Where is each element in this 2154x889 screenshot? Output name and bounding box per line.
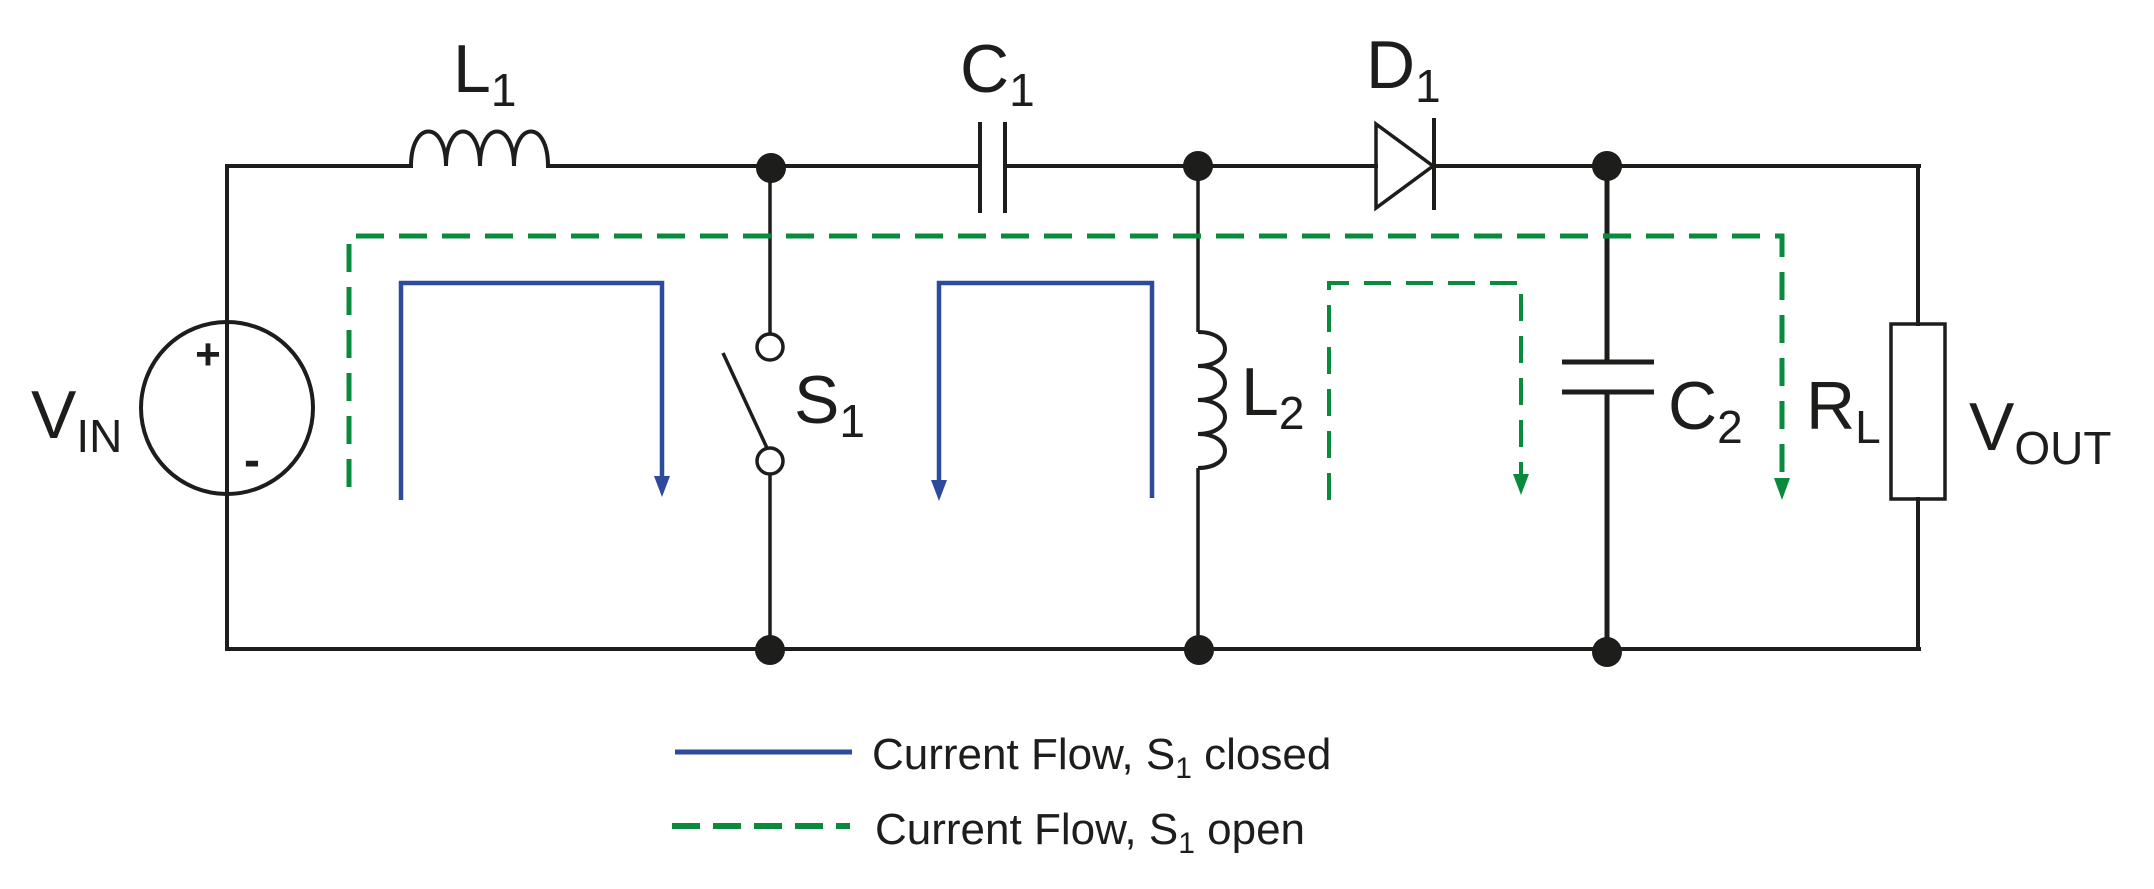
s1-label-sub: 1 (839, 395, 865, 447)
switch-s1-icon (721, 332, 785, 476)
legend-item-open: Current Flow, S1 open (672, 805, 1305, 860)
flow-open-arrowhead (1513, 474, 1529, 495)
vin-label-sub: IN (76, 410, 122, 462)
vout-label: VOUT (1969, 389, 2111, 474)
c1-label-main: C (960, 31, 1009, 107)
vin-label-main: V (31, 377, 77, 453)
inductor-l2-icon (1197, 330, 1227, 470)
d1-label: D1 (1366, 27, 1441, 112)
junction-node (1184, 635, 1214, 665)
legend-closed-prefix: Current Flow, S (872, 730, 1175, 779)
capacitor-c2-icon (1562, 359, 1654, 395)
s1-label: S1 (794, 362, 865, 447)
legend-item-closed: Current Flow, S1 closed (675, 730, 1331, 785)
l2-label-main: L (1241, 354, 1279, 430)
l2-label: L2 (1241, 354, 1304, 439)
l1-label-sub: 1 (491, 64, 517, 116)
resistor-rl-icon (1889, 322, 1947, 501)
l1-label-main: L (453, 31, 491, 107)
junction-node (1183, 151, 1213, 181)
flow-closed-arrowhead (654, 476, 670, 497)
vin-label: VIN (31, 377, 122, 462)
l2-label-sub: 2 (1279, 387, 1305, 439)
rl-label: RL (1806, 368, 1881, 453)
c1-label: C1 (960, 31, 1035, 116)
junction-node (1592, 637, 1622, 667)
legend-open-sub: 1 (1178, 827, 1195, 860)
d1-label-sub: 1 (1415, 60, 1441, 112)
d1-label-main: D (1366, 27, 1415, 103)
s1-label-main: S (794, 362, 839, 438)
vin-minus-sign: - (244, 434, 260, 487)
c2-label-main: C (1668, 368, 1717, 444)
c1-label-sub: 1 (1009, 64, 1035, 116)
flow-closed-arrowhead (931, 480, 947, 501)
inductor-l1-icon (409, 129, 550, 167)
legend: Current Flow, S1 closed Current Flow, S1… (672, 730, 1331, 860)
c2-label-sub: 2 (1717, 401, 1743, 453)
vout-label-sub: OUT (2014, 422, 2111, 474)
legend-open-prefix: Current Flow, S (875, 805, 1178, 854)
flow-open-loop-inner (1327, 281, 1523, 500)
circuit-wires (225, 163, 1921, 652)
junction-nodes (755, 151, 1622, 667)
legend-label-open: Current Flow, S1 open (875, 805, 1305, 860)
vin-plus-sign: + (195, 330, 221, 379)
legend-closed-suffix: closed (1192, 730, 1331, 779)
flow-open-arrowhead (1774, 478, 1790, 500)
junction-node (756, 153, 786, 183)
diode-d1-icon (1374, 118, 1436, 212)
flow-closed-loop-c1-l2 (936, 280, 1155, 498)
legend-closed-sub: 1 (1175, 752, 1192, 785)
voltage-source-icon: + - (139, 320, 315, 496)
c2-label: C2 (1668, 368, 1743, 453)
junction-node (1592, 151, 1622, 181)
l1-label: L1 (453, 31, 516, 116)
vout-label-main: V (1969, 389, 2015, 465)
capacitor-c1-icon (978, 122, 1007, 213)
current-flow-open-paths (346, 233, 1790, 500)
rl-label-main: R (1806, 368, 1855, 444)
flow-closed-loop-input (398, 280, 665, 500)
rl-label-sub: L (1855, 401, 1881, 453)
flow-open-loop-outer (346, 233, 1785, 487)
legend-label-closed: Current Flow, S1 closed (872, 730, 1331, 785)
junction-node (755, 635, 785, 665)
current-flow-closed-paths (398, 280, 1155, 501)
legend-open-suffix: open (1195, 805, 1305, 854)
